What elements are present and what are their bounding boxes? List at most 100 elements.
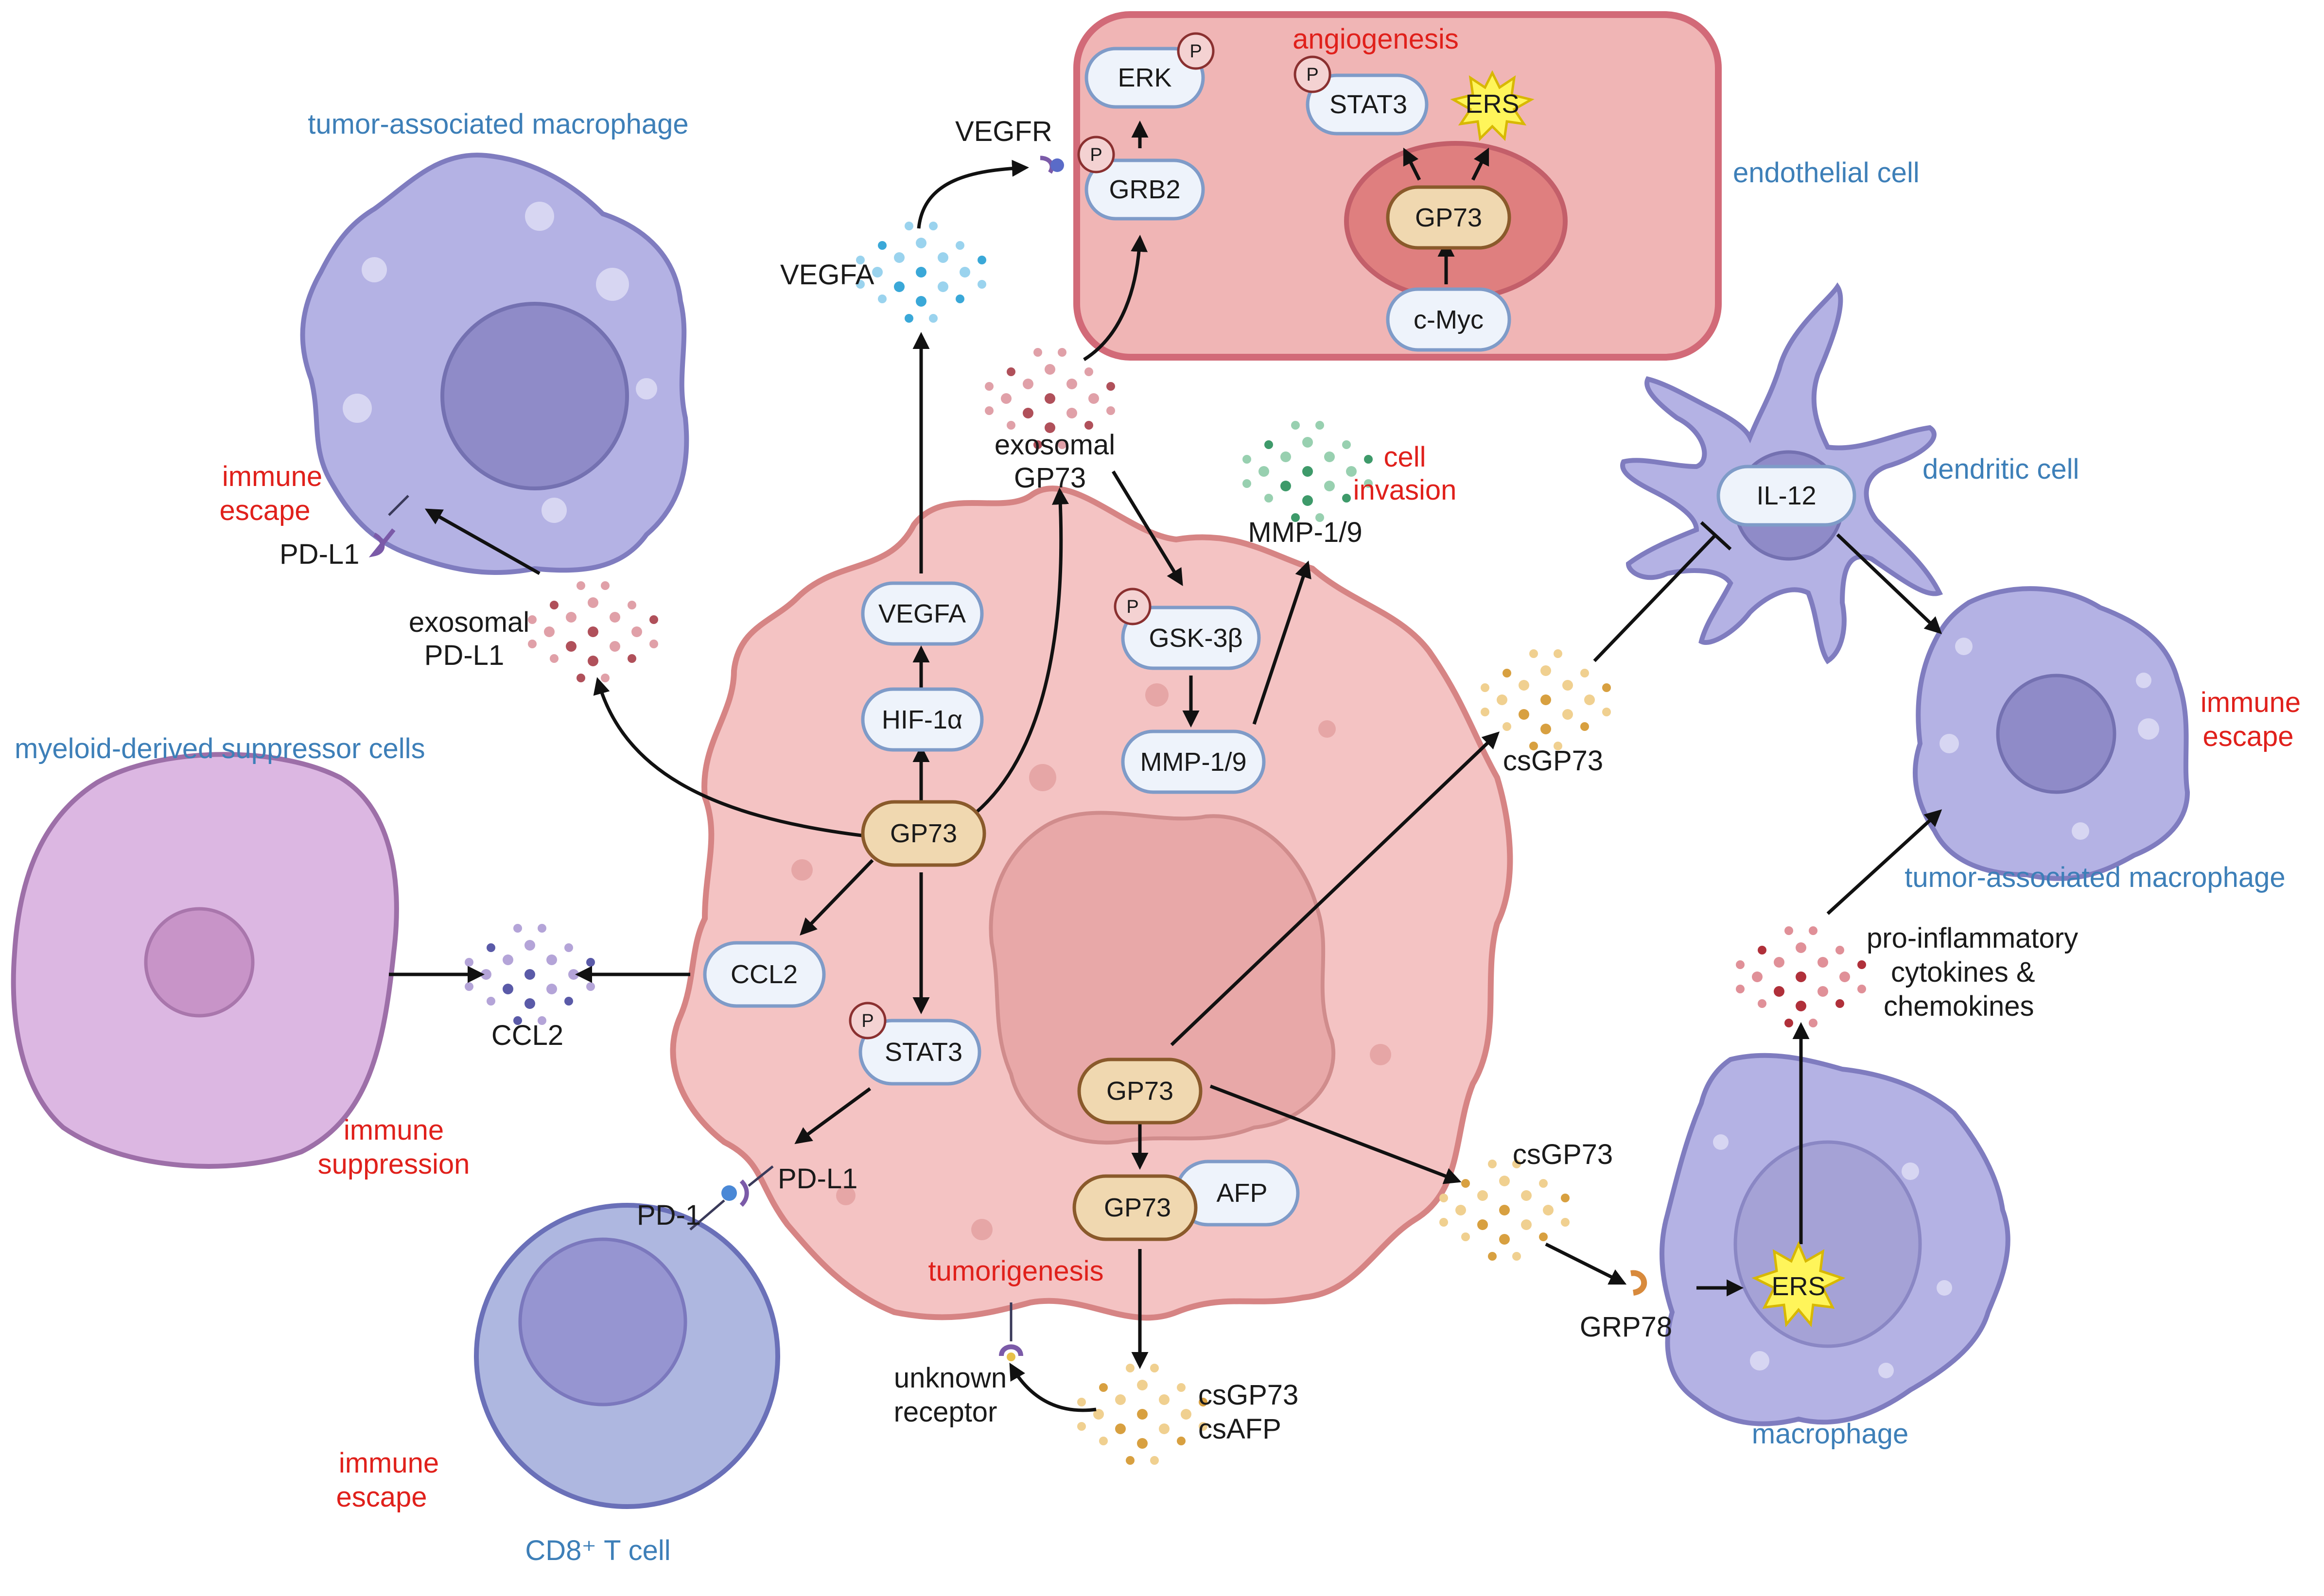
svg-text:STAT3: STAT3 (1329, 90, 1407, 119)
particle-dot (985, 382, 994, 391)
particle-dot (929, 314, 938, 323)
particle-dot (1580, 669, 1589, 677)
vegfa-box: VEGFA (861, 581, 984, 646)
particle-dot (1058, 440, 1066, 449)
cytokine-particles (1736, 926, 1866, 1027)
particle-dot (577, 581, 585, 590)
particle-dot (878, 295, 887, 303)
particle-dot (1007, 367, 1015, 376)
particle-dot (1058, 348, 1066, 357)
pd1-label: PD-1 (637, 1199, 701, 1231)
particle-dot (1302, 437, 1313, 448)
svg-text:c-Myc: c-Myc (1414, 305, 1484, 334)
macrophage-label: macrophage (1752, 1418, 1908, 1450)
particle-dot (1045, 422, 1055, 433)
particle-dot (1540, 724, 1551, 734)
svg-text:GSK-3β: GSK-3β (1149, 624, 1242, 653)
gp73-afp-box: GP73 (1072, 1174, 1198, 1241)
particle-dot (1562, 709, 1573, 720)
particle-dot (1077, 1422, 1086, 1431)
exo-pdl1-label-1: exosomal (409, 607, 529, 638)
particle-dot (649, 615, 658, 624)
csafp-bottom-label: csAFP (1198, 1413, 1281, 1445)
ccl2-box: CCL2 (703, 941, 826, 1008)
particle-dot (1439, 1218, 1448, 1227)
particle-dot (577, 674, 585, 682)
particle-dot (938, 252, 948, 263)
receptor-glyphs (368, 156, 1647, 1361)
svg-text:GP73: GP73 (1104, 1193, 1171, 1222)
immune-escape-2b: escape (336, 1481, 427, 1513)
particle-dot (564, 997, 573, 1006)
particle-dot (1106, 382, 1115, 391)
proinf-label-1: pro-inflammatory (1867, 922, 2078, 954)
immune-escape-1a: immune (222, 461, 322, 492)
particle-dot (1774, 986, 1784, 997)
particle-dot (1835, 946, 1844, 954)
svg-text:GRB2: GRB2 (1109, 175, 1180, 204)
particle-dot (487, 943, 495, 952)
svg-text:P: P (1306, 65, 1318, 85)
particle-dot (566, 612, 577, 623)
particle-dot (1324, 481, 1335, 491)
erk-phospho: P (1177, 32, 1215, 70)
particle-dot (1602, 708, 1611, 716)
particle-dot (1809, 1019, 1817, 1027)
particle-dot (1364, 479, 1373, 488)
particle-dot (1150, 1364, 1159, 1372)
exosomal-pdl1-particles (528, 581, 658, 682)
immune-escape-1b: escape (219, 495, 310, 526)
particle-dot (628, 601, 636, 609)
erk-box: ERK (1084, 47, 1205, 109)
cd8-t-cell (474, 1203, 780, 1509)
particle-dot (1477, 1219, 1488, 1230)
particle-dot (465, 958, 473, 967)
particle-dot (1181, 1409, 1191, 1420)
particle-dot (568, 969, 579, 980)
tumorigenesis-label: tumorigenesis (928, 1255, 1103, 1287)
particle-dot (1817, 986, 1828, 997)
particle-dot (538, 924, 546, 933)
proinf-label-3: chemokines (1884, 990, 2034, 1022)
particle-dot (872, 267, 883, 278)
particle-dot (960, 267, 970, 278)
particle-dot (1007, 421, 1015, 430)
particle-dot (1519, 709, 1529, 720)
particle-dot (1784, 926, 1793, 935)
particle-dot (1499, 1205, 1510, 1215)
svg-text:STAT3: STAT3 (885, 1038, 962, 1067)
particle-dot (1758, 999, 1766, 1008)
particle-dot (588, 597, 598, 608)
particle-dot (1529, 742, 1538, 750)
particle-dot (1099, 1383, 1108, 1392)
particle-dot (1512, 1160, 1521, 1168)
csgp73-right-label: csGP73 (1513, 1139, 1613, 1170)
particle-dot (528, 640, 537, 648)
particle-dot (1736, 985, 1745, 993)
particle-dot (1066, 408, 1077, 418)
dendritic-label: dendritic cell (1922, 453, 2079, 485)
particle-dot (905, 314, 913, 323)
particle-dot (546, 954, 557, 965)
particle-dot (1291, 513, 1300, 522)
particle-dot (1461, 1179, 1470, 1188)
immune-supp-label-2: suppression (318, 1148, 470, 1180)
ers-mac-label: ERS (1771, 1272, 1825, 1301)
particle-dot (1857, 960, 1866, 969)
particle-dot (1280, 481, 1291, 491)
immune-supp-label-1: immune (344, 1114, 444, 1146)
particle-dot (546, 984, 557, 994)
particle-dot (916, 238, 926, 248)
particle-dot (1602, 683, 1611, 692)
vegfa-out-label: VEGFA (780, 259, 874, 291)
particle-dot (905, 222, 913, 230)
particle-dot (1554, 649, 1562, 658)
particle-dot (1346, 466, 1357, 477)
particle-dot (601, 674, 610, 682)
particle-dot (564, 943, 573, 952)
particle-dot (1835, 999, 1844, 1008)
particle-dot (550, 601, 559, 609)
particle-dot (1561, 1194, 1570, 1202)
particle-dot (1315, 421, 1324, 430)
particle-dot (524, 940, 535, 951)
